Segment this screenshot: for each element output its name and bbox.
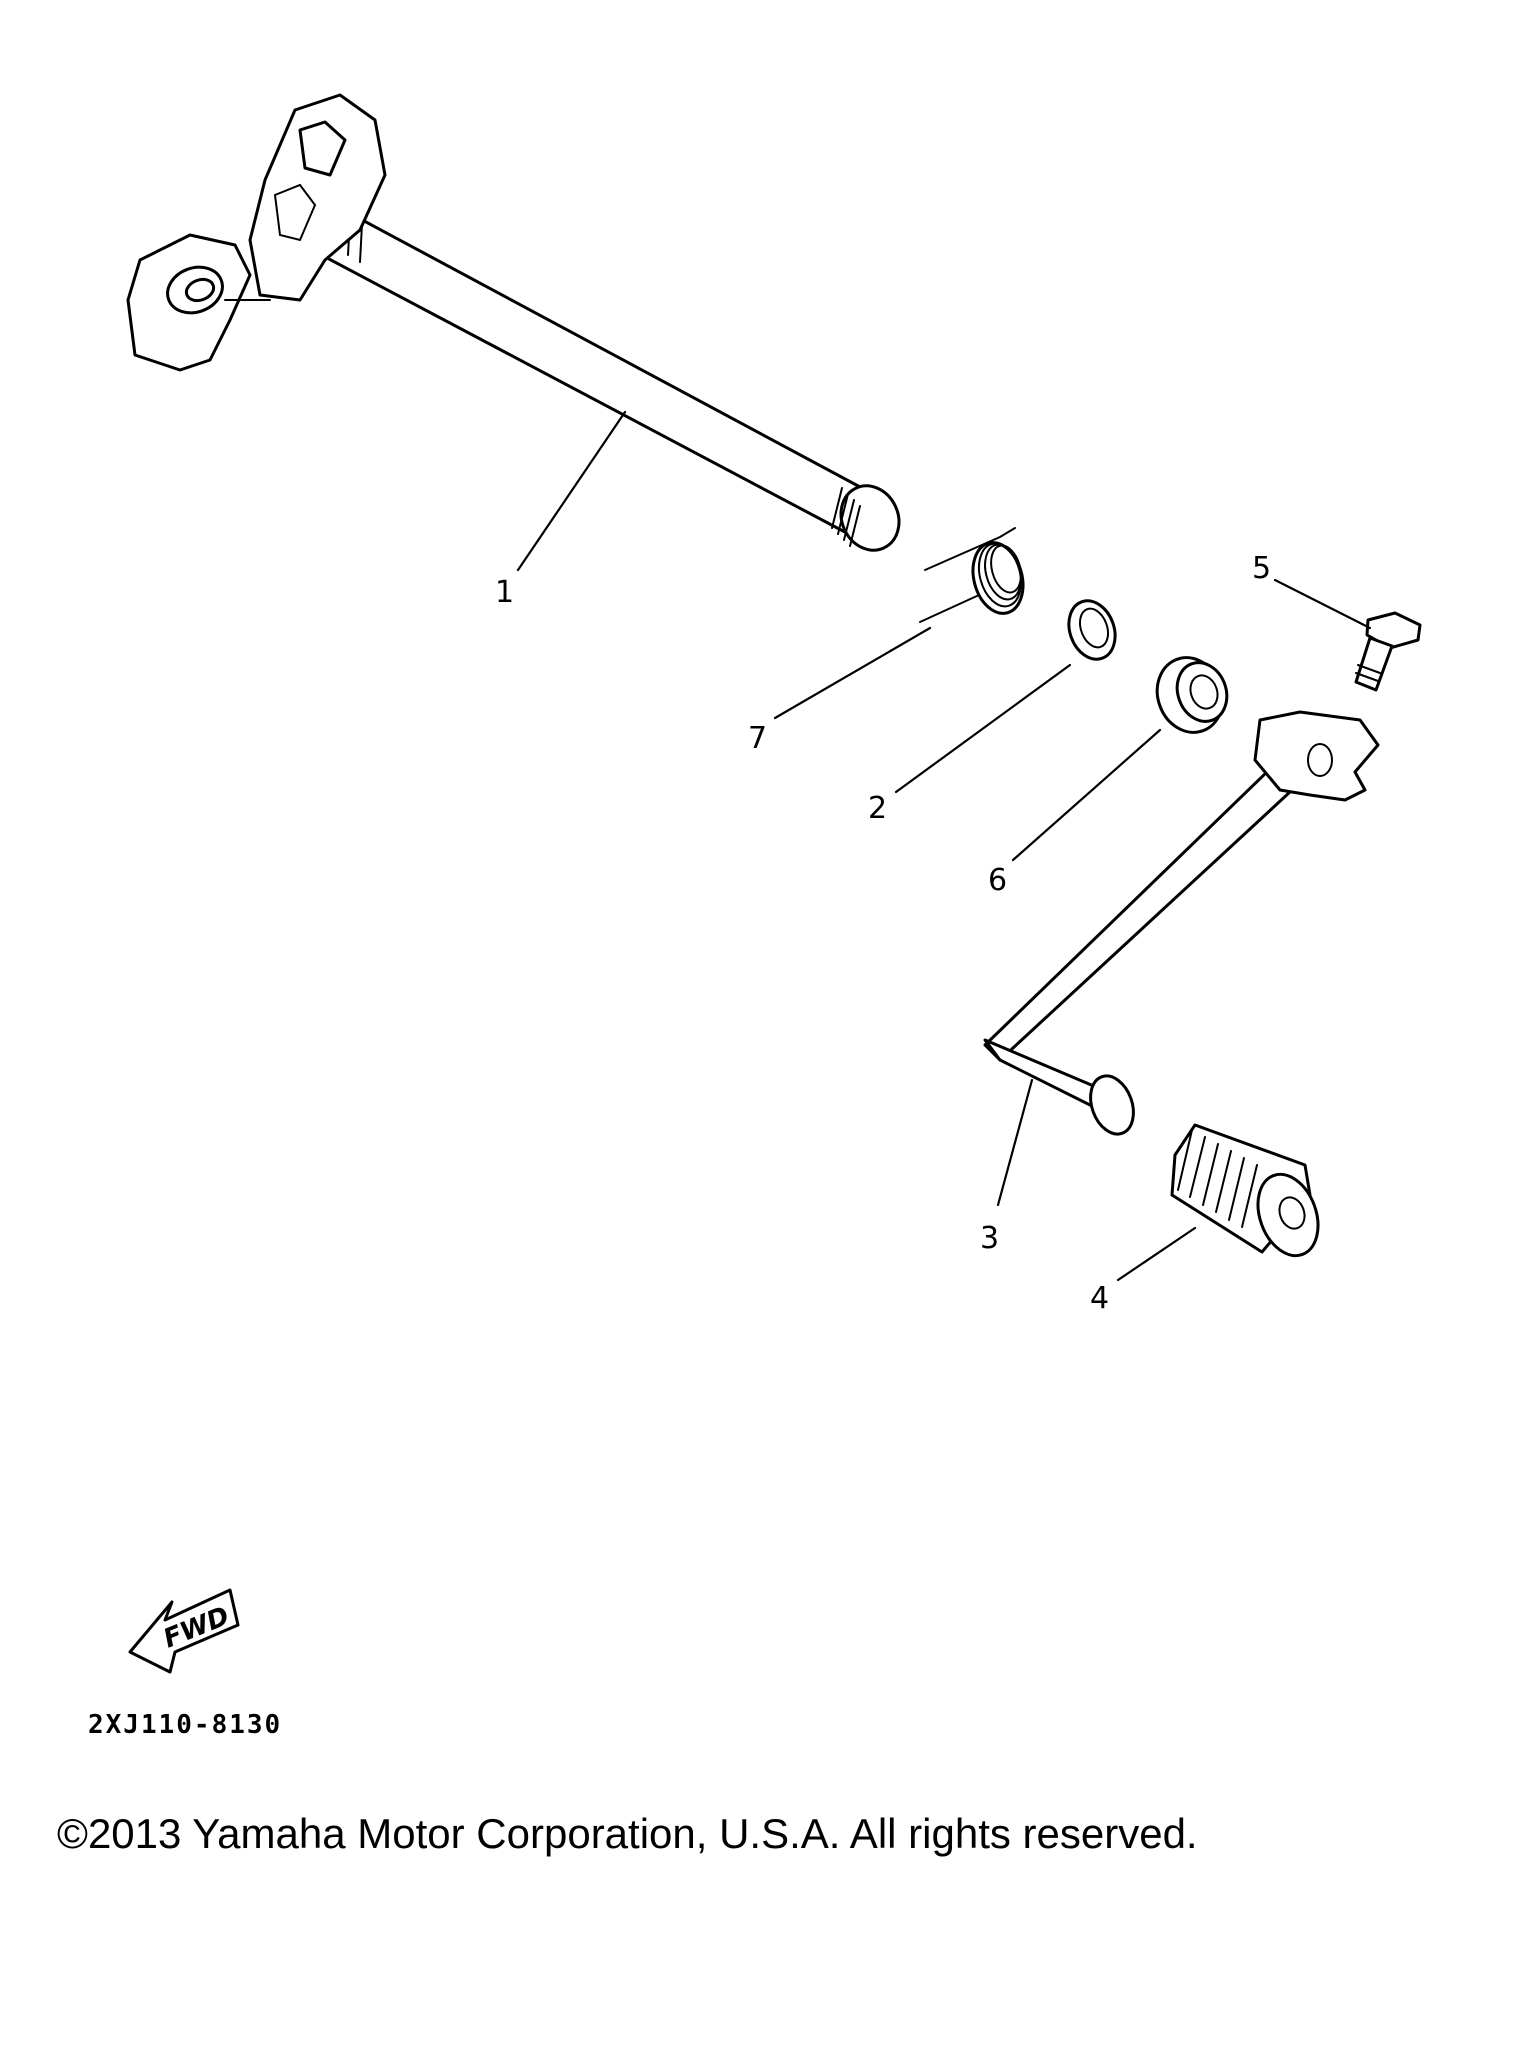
fwd-arrow-icon: FWD xyxy=(128,1588,240,1674)
pedal-rubber-part xyxy=(1170,1123,1320,1258)
callout-numbers: 1 7 2 6 5 3 4 xyxy=(495,551,1271,1316)
leader-1 xyxy=(516,410,627,572)
leader-7 xyxy=(773,626,932,720)
leader-4 xyxy=(1116,1226,1197,1282)
bolt-part xyxy=(1354,611,1422,692)
oil-seal-part xyxy=(1155,656,1229,734)
callout-1: 1 xyxy=(495,575,514,610)
callout-4: 4 xyxy=(1090,1281,1109,1316)
leader-3 xyxy=(996,1078,1034,1207)
callout-2: 2 xyxy=(868,791,887,826)
torsion-spring-part xyxy=(919,527,1025,623)
leader-lines xyxy=(516,410,1372,1282)
shift-pedal-part xyxy=(983,710,1380,1136)
leader-2 xyxy=(894,663,1072,794)
callout-5: 5 xyxy=(1252,551,1271,586)
leader-6 xyxy=(1011,728,1162,862)
leader-5 xyxy=(1273,578,1372,630)
shift-shaft-part xyxy=(126,93,901,552)
copyright-text: ©2013 Yamaha Motor Corporation, U.S.A. A… xyxy=(57,1810,1198,1857)
diagram-code: 2XJ110-8130 xyxy=(88,1710,282,1740)
callout-7: 7 xyxy=(748,721,767,756)
callout-3: 3 xyxy=(980,1221,999,1256)
circlip-part xyxy=(1067,599,1117,661)
callout-6: 6 xyxy=(988,863,1007,898)
